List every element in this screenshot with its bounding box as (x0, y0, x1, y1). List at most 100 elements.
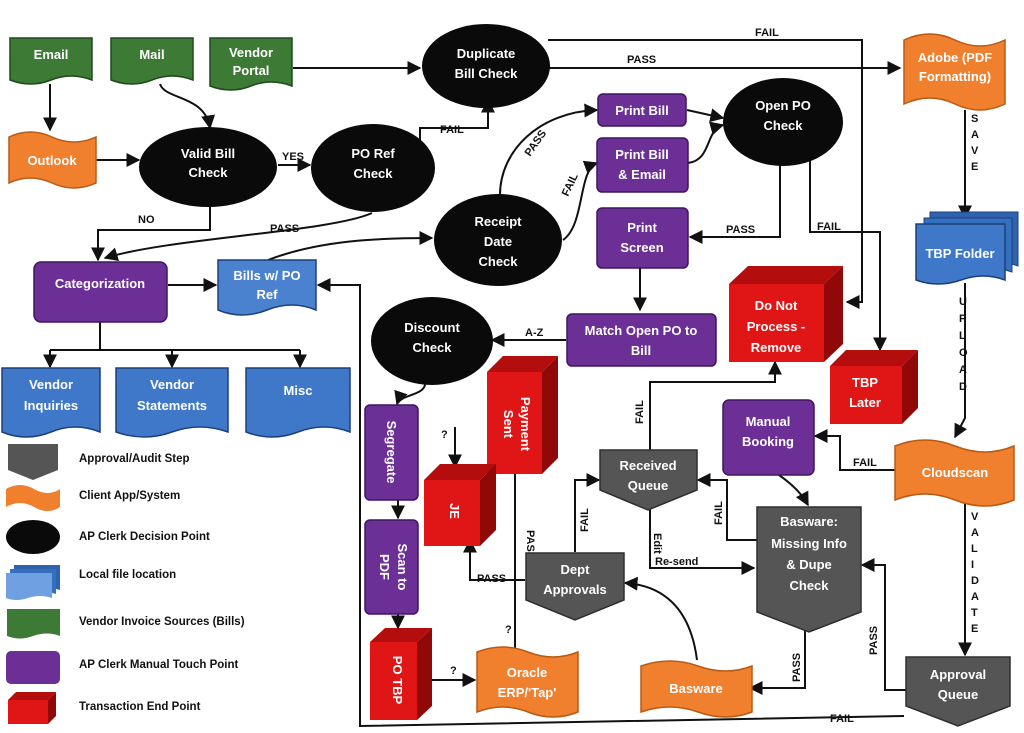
po-tbp-node: PO TBP (370, 628, 432, 720)
scan-to-pdf-node: Scan to PDF (364, 519, 419, 615)
cloudscan-fail-arrow (813, 429, 907, 471)
oracle-node: Oracle ERP/'Tap' (476, 646, 579, 718)
discount-label-2: Check (412, 340, 452, 355)
legend-item-end-point: Transaction End Point (8, 692, 201, 724)
valid-no-arrow (91, 205, 211, 262)
vendor-portal-node: Vendor Portal (209, 37, 293, 91)
tbp-folder-node: TBP Folder (915, 211, 1019, 285)
oracle-label-2: ERP/'Tap' (498, 685, 557, 700)
basware-check-label-1: Basware: (780, 514, 838, 529)
vendor-inquiries-label-1: Vendor (29, 377, 73, 392)
duplicate-pass-label: PASS (627, 54, 656, 66)
yes-label: YES (282, 151, 304, 163)
dept-approvals-label-1: Dept (561, 562, 591, 577)
scan-to-pdf-label-2: PDF (377, 554, 392, 580)
open-po-label-1: Open PO (755, 98, 811, 113)
print-screen-label-2: Screen (620, 240, 663, 255)
legend-label-local-file: Local file location (79, 569, 176, 581)
dept-approvals-label-2: Approvals (543, 582, 607, 597)
receipt-date-check-node: Receipt Date Check (434, 194, 562, 286)
do-not-process-label-2: Process - (747, 319, 806, 334)
dept-pass-arrow (463, 538, 525, 581)
resend-label: Re-send (655, 556, 698, 568)
valid-bill-label-1: Valid Bill (181, 146, 235, 161)
no-label: NO (138, 214, 155, 226)
duplicate-bill-check-node: Duplicate Bill Check (422, 24, 550, 108)
match-open-po-label-1: Match Open PO to (585, 323, 698, 338)
received-resend-arrow (649, 508, 756, 575)
categorization-node: Categorization (33, 261, 168, 323)
legend-item-client-app: Client App/System (6, 485, 180, 511)
manual-booking-label-1: Manual (746, 414, 791, 429)
legend-label-end-point: Transaction End Point (79, 701, 201, 713)
outlook-node: Outlook (8, 131, 97, 189)
received-queue-label-1: Received (619, 458, 676, 473)
tbp-later-label-1: TBP (852, 375, 878, 390)
edit-label: Edit (651, 533, 663, 554)
bills-po-ref-label-2: Ref (257, 287, 279, 302)
outlook-label: Outlook (27, 153, 77, 168)
approval-pass-label: PASS (868, 626, 880, 655)
flow-nodes: Email Mail Vendor Portal Outlook Valid B… (1, 24, 1019, 727)
edge-labels: YES NO FAIL FAIL PASS PASS PASS FAIL PAS… (138, 27, 979, 725)
client-app-swatch-icon (6, 485, 60, 511)
legend-item-approval: Approval/Audit Step (8, 444, 190, 480)
openpo-fail-arrow (809, 157, 887, 352)
manual-touch-swatch-icon (6, 651, 60, 684)
printemail-to-openpo-arrow (687, 121, 725, 164)
vendor-statements-label-1: Vendor (150, 377, 194, 392)
discount-label-1: Discount (404, 320, 460, 335)
manual-booking-label-2: Booking (742, 434, 794, 449)
do-not-process-node: Do Not Process - Remove (729, 266, 843, 362)
receipt-fail-label: FAIL (560, 171, 581, 198)
basware-check-node: Basware: Missing Info & Dupe Check (756, 506, 862, 633)
adobe-node: Adobe (PDF Formatting) (903, 33, 1006, 111)
manual-booking-node: Manual Booking (722, 399, 815, 476)
cloudscan-node: Cloudscan (894, 439, 1015, 507)
segregate-q-label: ? (441, 429, 448, 441)
do-not-process-label-1: Do Not (755, 298, 798, 313)
approval-fail-arrow (316, 278, 905, 728)
received-fail-label: FAIL (634, 400, 646, 424)
email-source-label: Email (34, 47, 69, 62)
print-bill-email-label-2: & Email (618, 167, 666, 182)
po-tbp-label: PO TBP (390, 656, 405, 705)
adobe-label-2: Formatting) (919, 69, 991, 84)
mail-source-label: Mail (139, 47, 164, 62)
receipt-pass-arrow (499, 103, 599, 196)
legend-label-approval: Approval/Audit Step (79, 453, 190, 465)
poref-fail-label: FAIL (440, 124, 464, 136)
dept-fail-arrow (574, 473, 601, 552)
poref-pass-arrow (103, 212, 373, 261)
basware-fail-arrow (696, 473, 757, 541)
receipt-label-1: Receipt (475, 214, 523, 229)
approval-swatch-icon (8, 444, 58, 480)
tbp-later-label-2: Later (849, 395, 881, 410)
basware-check-label-3: & Dupe (786, 557, 832, 572)
je-node: JE (424, 464, 496, 546)
legend-label-vendor-sources: Vendor Invoice Sources (Bills) (79, 616, 245, 628)
scan-to-pdf-label-1: Scan to (395, 544, 410, 591)
vendor-statements-label-2: Statements (137, 398, 207, 413)
adobe-label-1: Adobe (PDF (918, 50, 992, 65)
openpo-fail-label: FAIL (817, 221, 841, 233)
approval-pass-arrow (860, 558, 906, 691)
vendor-sources-swatch-icon (7, 609, 60, 639)
open-po-check-node: Open PO Check (723, 78, 843, 166)
po-ref-check-node: PO Ref Check (311, 124, 435, 212)
approval-fail-label: FAIL (830, 713, 854, 725)
po-ref-label-1: PO Ref (351, 146, 395, 161)
receipt-label-3: Check (478, 254, 518, 269)
approval-queue-node: Approval Queue (905, 656, 1011, 727)
legend-label-client-app: Client App/System (79, 490, 180, 502)
valid-bill-label-2: Check (188, 165, 228, 180)
received-queue-node: Received Queue (599, 449, 698, 511)
open-po-label-2: Check (763, 118, 803, 133)
legend-item-vendor-sources: Vendor Invoice Sources (Bills) (7, 609, 245, 639)
mail-source-node: Mail (110, 37, 194, 85)
vendor-statements-node: Vendor Statements (115, 367, 229, 438)
potbp-q-label: ? (450, 665, 457, 677)
vendor-inquiries-node: Vendor Inquiries (1, 367, 101, 438)
legend-item-local-file: Local file location (6, 565, 176, 600)
categorization-label: Categorization (55, 276, 145, 291)
